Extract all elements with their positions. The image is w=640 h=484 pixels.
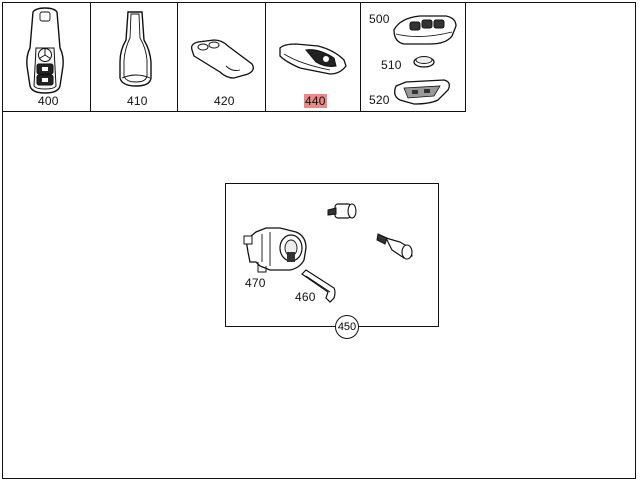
part-cell-420[interactable] xyxy=(178,2,266,112)
part-label-460: 460 xyxy=(295,290,316,304)
part-label-510: 510 xyxy=(381,58,402,72)
lock-assembly-box xyxy=(225,183,439,327)
part-label-500: 500 xyxy=(369,12,390,26)
part-cell-400[interactable] xyxy=(2,2,91,112)
parts-row xyxy=(2,2,466,112)
part-cell-440[interactable] xyxy=(266,2,361,112)
part-label-410: 410 xyxy=(127,94,148,108)
part-label-400: 400 xyxy=(38,94,59,108)
part-label-440[interactable]: 440 xyxy=(304,94,327,108)
group-label-450: 450 xyxy=(337,321,357,333)
diagram-frame xyxy=(2,2,636,479)
part-label-420: 420 xyxy=(214,94,235,108)
part-label-470: 470 xyxy=(245,276,266,290)
group-callout-450[interactable]: 450 xyxy=(335,315,359,339)
part-cell-410[interactable] xyxy=(91,2,178,112)
part-label-520: 520 xyxy=(369,93,390,107)
